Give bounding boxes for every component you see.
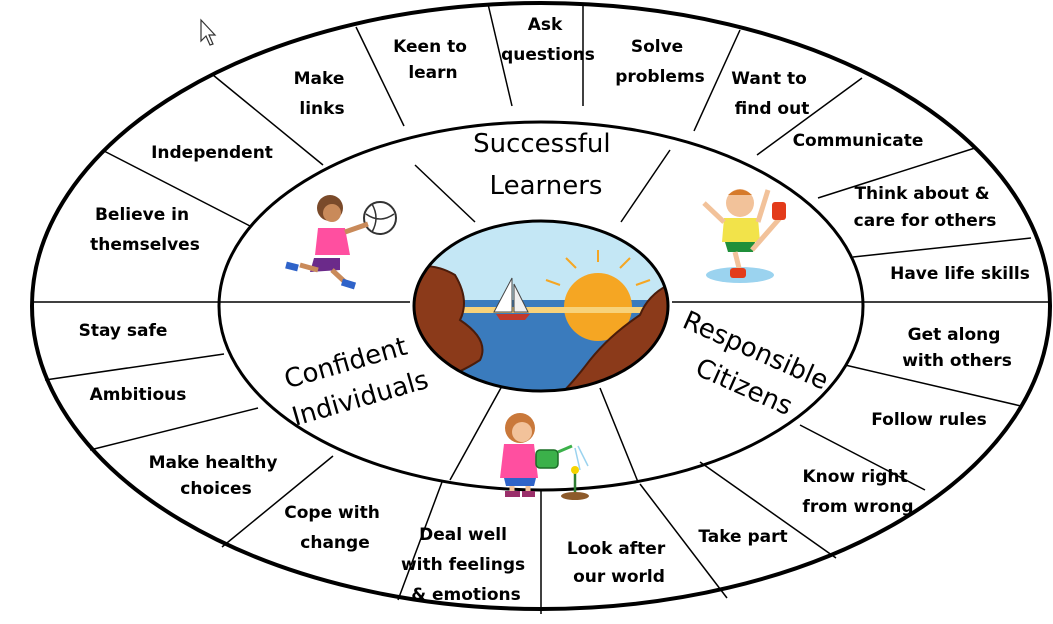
successful-learners-label: Successful Learners: [473, 129, 619, 201]
segment-follow-rules: Follow rules: [871, 410, 987, 430]
segment-take-part: Take part: [698, 527, 787, 547]
segment-want-to-find-out: Want to find out: [731, 69, 813, 119]
segment-know-right-from-wrong: Know right from wrong: [802, 467, 913, 517]
segment-make-links: Make links: [294, 69, 351, 119]
boy-splashing-icon: [702, 189, 786, 283]
middle-dividers: [219, 149, 862, 483]
segment-communicate: Communicate: [793, 131, 924, 151]
segment-have-life-skills: Have life skills: [890, 264, 1030, 284]
segment-make-healthy-choices: Make healthy choices: [149, 453, 284, 499]
segment-look-after-our-world: Look after our world: [567, 539, 671, 587]
girl-watering-icon: [500, 413, 589, 500]
outer-dividers: [32, 3, 1049, 614]
segment-labels: Ask questions Keen to learn Make links I…: [79, 15, 1030, 605]
segment-get-along-with-others: Get along with others: [902, 325, 1012, 371]
segment-independent: Independent: [151, 143, 273, 163]
segment-believe-in-themselves: Believe in themselves: [90, 205, 200, 255]
segment-think-about-and-care: Think about & care for others: [854, 184, 997, 231]
segment-deal-well-with-feelings: Deal well with feelings & emotions: [401, 525, 531, 605]
cursor-icon: [200, 18, 217, 46]
segment-solve-problems: Solve problems: [615, 37, 705, 87]
segment-ask-questions: Ask questions: [501, 15, 595, 65]
girl-volleyball-icon: [285, 195, 397, 290]
segment-ambitious: Ambitious: [90, 385, 187, 405]
segment-stay-safe: Stay safe: [79, 321, 168, 341]
segment-keen-to-learn: Keen to learn: [393, 37, 473, 83]
segment-cope-with-change: Cope with change: [284, 503, 385, 553]
